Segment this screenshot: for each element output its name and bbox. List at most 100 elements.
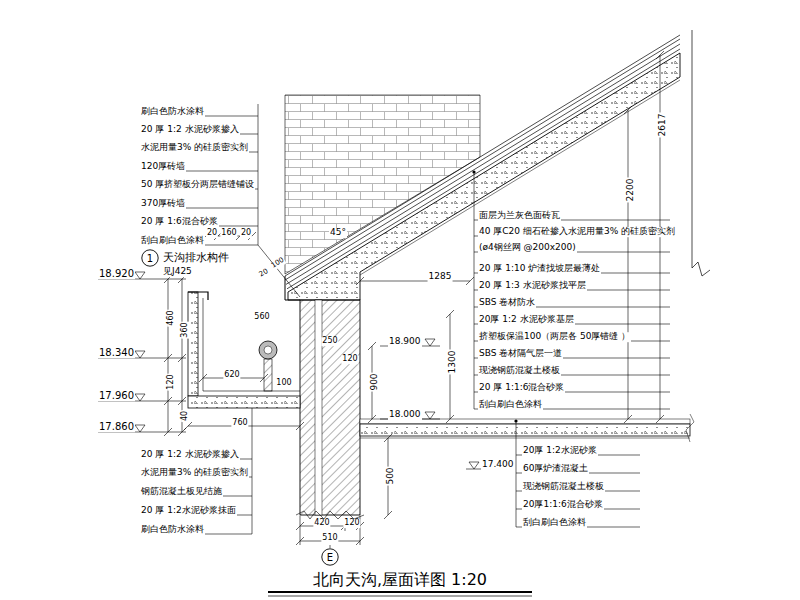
dimension-value: 120 — [341, 355, 358, 364]
dimension-value-holder: 2200 — [619, 178, 637, 203]
dimension-value-holder: 900 — [363, 372, 381, 391]
material-note-holder: 120厚砖墙 — [140, 155, 186, 173]
circle-shape — [142, 250, 158, 266]
leader-dot — [472, 170, 475, 173]
material-note: 刮白刷白色涂料 — [140, 236, 205, 246]
material-note: (ø4钢丝网 @200x200) — [478, 243, 577, 253]
dimension-value-holder: 40 — [173, 410, 191, 422]
material-note-holder: 50 厚挤塑板分两层错缝铺设 — [140, 173, 255, 191]
material-note-holder: 20 厚 1:1:6混合砂浆 — [478, 376, 565, 394]
dimension-value: 20 — [206, 229, 218, 238]
elevation-value-holder: 17.960 — [98, 385, 135, 403]
elevation-value: 18.900 — [388, 337, 422, 347]
material-note-holder: 挤塑板保温100（两层各 50厚错缝 ） — [478, 325, 631, 343]
material-note-holder: 刷白色防水涂料 — [140, 518, 205, 536]
dimension-value: 1300 — [448, 350, 458, 375]
material-note-holder: 20厚 1:2水泥砂浆 — [522, 439, 598, 457]
material-note-holder: 刷白色防水涂料 — [140, 100, 205, 118]
material-note-holder: 20 厚 1:6混合砂浆 — [140, 210, 219, 228]
elevation-value-holder: 18.900 — [388, 330, 422, 348]
material-note: 20 厚 1:2水泥砂浆抹面 — [140, 506, 237, 516]
dimension-value-holder: 2617 — [651, 113, 669, 138]
dimension-value: 250 — [321, 337, 338, 346]
material-note-holder: 60厚炉渣混凝土 — [522, 457, 589, 475]
material-note: 挤塑板保温100（两层各 50厚错缝 ） — [478, 332, 631, 342]
material-note: 60厚炉渣混凝土 — [522, 464, 589, 474]
dimension-value: 100 — [275, 379, 292, 388]
dimension-value-holder: 360 — [173, 321, 191, 338]
material-note-holder: 刮白刷白色涂料 — [478, 393, 543, 411]
elevation-value-holder: 18.920 — [98, 263, 135, 281]
callout-leader — [140, 104, 300, 297]
dimension-value: 420 — [313, 519, 330, 528]
dimension-value-holder: 120 — [341, 347, 358, 365]
slope-angle-holder: 45° — [329, 221, 347, 239]
brick-wall — [300, 300, 360, 515]
axis-circle: E — [321, 548, 339, 566]
elevation-marks — [98, 272, 186, 432]
material-note-holder: 40 厚C20 细石砼掺入水泥用量3% 的硅质密实剂 — [478, 220, 676, 238]
material-note-holder: (ø4钢丝网 @200x200) — [478, 236, 577, 254]
material-note-holder: SBS 卷材隔气层一道 — [478, 342, 563, 360]
dimension-lines — [296, 516, 364, 545]
material-note: 20 厚 1:2 水泥砂浆掺入 — [140, 450, 240, 460]
drain-funnel — [259, 341, 277, 359]
material-note-holder: 20 厚 1:10 炉渣找坡层最薄处 — [478, 257, 601, 275]
material-note: 现浇钢筋混凝土楼板 — [522, 482, 605, 492]
material-note: 20 厚 1:3 水泥砂浆找平层 — [478, 281, 587, 291]
circle-label: 1 — [147, 253, 153, 264]
dimension-value: 620 — [223, 371, 240, 380]
material-note: 面层为兰灰色面砖瓦 — [478, 211, 561, 221]
material-note: 20厚1:1:6混合砂浆 — [522, 500, 604, 510]
dimension-value-holder: 20 — [206, 221, 218, 239]
roof-layers — [285, 35, 680, 289]
material-note: 20厚 1:2水泥砂浆 — [522, 446, 598, 456]
callout-leader — [474, 172, 670, 409]
dimension-value-holder: 620 — [223, 363, 240, 381]
dimension-value-holder: 20 — [253, 260, 271, 281]
dimension-value-holder: 420 — [313, 511, 330, 529]
title-underline — [268, 591, 532, 593]
material-note-holder: 现浇钢筋混凝土楼板 — [478, 359, 561, 377]
elevation-value-holder: 17.400 — [481, 453, 515, 471]
dimension-value-holder: 100 — [275, 371, 292, 389]
dimension-value: 760 — [231, 419, 248, 428]
material-note-holder: 刮白刷白色涂料 — [140, 229, 205, 247]
building-edge — [692, 30, 710, 276]
dimension-value: 460 — [167, 309, 176, 326]
elevation-value: 17.400 — [481, 460, 515, 470]
dimension-value-holder: 560 — [253, 305, 270, 323]
elevation-value-holder: 18.340 — [98, 342, 135, 360]
callout-leader — [516, 421, 640, 527]
dimension-value: 120 — [167, 373, 176, 390]
dimension-lines — [184, 374, 304, 430]
material-note: 刷白色防水涂料 — [140, 525, 205, 535]
gutter-outlet — [264, 359, 272, 391]
dimension-value: 2200 — [626, 178, 636, 203]
gutter-lining — [203, 298, 300, 391]
axis-line — [330, 545, 331, 548]
callout-leader — [140, 408, 252, 534]
material-note-holder: SBS 卷材防水 — [478, 291, 536, 309]
dimension-value: 900 — [370, 372, 380, 391]
roof-slab — [288, 53, 680, 300]
wall-insulation — [315, 300, 322, 515]
material-note-holder: 20厚 1:2 水泥砂浆基层 — [478, 308, 575, 326]
circle-label: E — [327, 552, 333, 563]
dimension-value-holder: 120 — [343, 511, 360, 529]
detail-index-circle: 1 — [141, 249, 159, 267]
dimension-value: 1285 — [428, 272, 453, 282]
material-note: 50 厚挤塑板分两层错缝铺设 — [140, 180, 255, 190]
material-note: 40 厚C20 细石砼掺入水泥用量3% 的硅质密实剂 — [478, 227, 676, 237]
elevation-value: 18.000 — [388, 410, 422, 420]
material-note: 370厚砖墙 — [140, 199, 186, 209]
dimension-value-holder: 1300 — [441, 350, 459, 375]
break-line — [296, 511, 364, 519]
elevation-value-holder: 17.860 — [98, 416, 135, 434]
detail-reference-holder: 见J425 — [162, 260, 193, 278]
material-note: 钢筋混凝土板见结施 — [140, 487, 223, 497]
dimension-value: 40 — [181, 410, 190, 422]
detail-title: 天沟排水构件 — [162, 252, 230, 264]
title-underline — [268, 596, 532, 597]
